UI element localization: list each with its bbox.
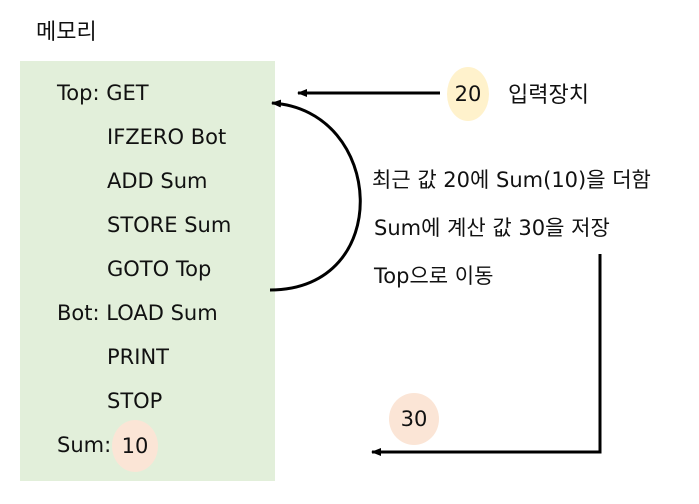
line-label-top: Top:	[57, 81, 100, 105]
memory-line-sum: Sum:	[57, 431, 111, 459]
line-instruction-load: LOAD Sum	[106, 301, 218, 325]
line-instruction-goto: GOTO Top	[107, 257, 212, 281]
line-instruction-stop: STOP	[107, 389, 163, 413]
memory-title: 메모리	[36, 20, 97, 45]
output-arrow	[371, 254, 602, 456]
step-store-description: Sum에 계산 값 30을 저장	[374, 216, 610, 240]
memory-line-add: ADD Sum	[107, 167, 207, 195]
memory-line-top: Top: GET	[57, 79, 149, 107]
sum-value-bubble: 10	[112, 420, 158, 472]
memory-line-bot: Bot: LOAD Sum	[57, 299, 218, 327]
memory-line-ifzero: IFZERO Bot	[107, 123, 226, 151]
memory-line-print: PRINT	[107, 343, 169, 371]
line-instruction-store: STORE Sum	[107, 213, 232, 237]
output-value-bubble: 30	[389, 393, 439, 445]
step-add-description: 최근 값 20에 Sum(10)을 더함	[372, 168, 651, 192]
line-instruction-add: ADD Sum	[107, 169, 208, 193]
line-label-sum: Sum:	[57, 433, 112, 457]
line-instruction-get: GET	[106, 81, 149, 105]
memory-line-store: STORE Sum	[107, 211, 231, 239]
loop-arrow	[269, 99, 362, 292]
memory-panel	[20, 61, 275, 481]
input-value-bubble: 20	[447, 67, 489, 121]
input-device-label: 입력장치	[508, 83, 589, 108]
line-label-bot: Bot:	[57, 301, 100, 325]
line-instruction-print: PRINT	[107, 345, 169, 369]
memory-line-stop: STOP	[107, 387, 162, 415]
memory-line-goto: GOTO Top	[107, 255, 211, 283]
step-goto-description: Top으로 이동	[374, 264, 494, 288]
line-instruction-ifzero: IFZERO Bot	[107, 125, 227, 149]
